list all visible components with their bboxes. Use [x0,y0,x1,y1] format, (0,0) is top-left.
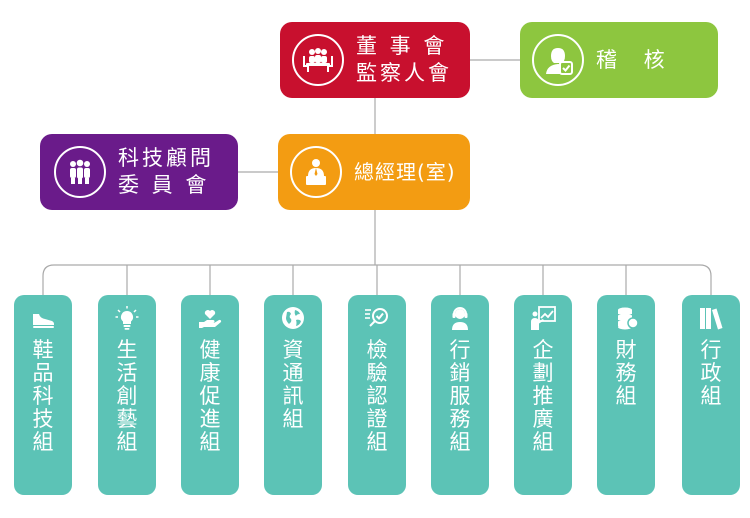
department-box: 健康促進組 [181,295,239,495]
department-box: 資通訊組 [264,295,322,495]
department-box: 生活創藝組 [98,295,156,495]
board-label: 董 事 會監察人會 [356,34,452,85]
globe-icon [280,305,306,331]
heart-hand-icon [197,305,223,331]
department-label: 行銷服務組 [449,338,471,454]
department-label: 企劃推廣組 [532,338,554,454]
books-icon [698,305,724,331]
general-manager-label: 總經理(室) [354,159,456,184]
department-box: 檢驗認證組 [348,295,406,495]
group-icon [54,146,106,198]
general-manager-box: 總經理(室) [278,134,470,210]
manager-icon [290,146,342,198]
department-label: 健康促進組 [199,338,221,454]
service-agent-icon [447,305,473,331]
department-label: 鞋品科技組 [32,338,54,454]
tech-committee-box: 科技顧問委 員 會 [40,134,238,210]
department-label: 生活創藝組 [116,338,138,454]
coins-icon [613,305,639,331]
board-box: 董 事 會監察人會 [280,22,470,98]
shoe-icon [30,305,56,331]
department-box: 行政組 [682,295,740,495]
audit-label: 稽 核 [596,47,675,72]
audit-box: 稽 核 [520,22,718,98]
department-label: 財務組 [615,338,637,408]
department-label: 資通訊組 [282,338,304,431]
department-box: 財務組 [597,295,655,495]
department-label: 檢驗認證組 [366,338,388,454]
department-box: 行銷服務組 [431,295,489,495]
lightbulb-icon [114,305,140,331]
tech-committee-label: 科技顧問委 員 會 [118,146,214,197]
auditor-icon [532,34,584,86]
department-label: 行政組 [700,338,722,408]
presentation-icon [530,305,556,331]
department-box: 鞋品科技組 [14,295,72,495]
inspection-icon [364,305,390,331]
meeting-icon [292,34,344,86]
department-box: 企劃推廣組 [514,295,572,495]
